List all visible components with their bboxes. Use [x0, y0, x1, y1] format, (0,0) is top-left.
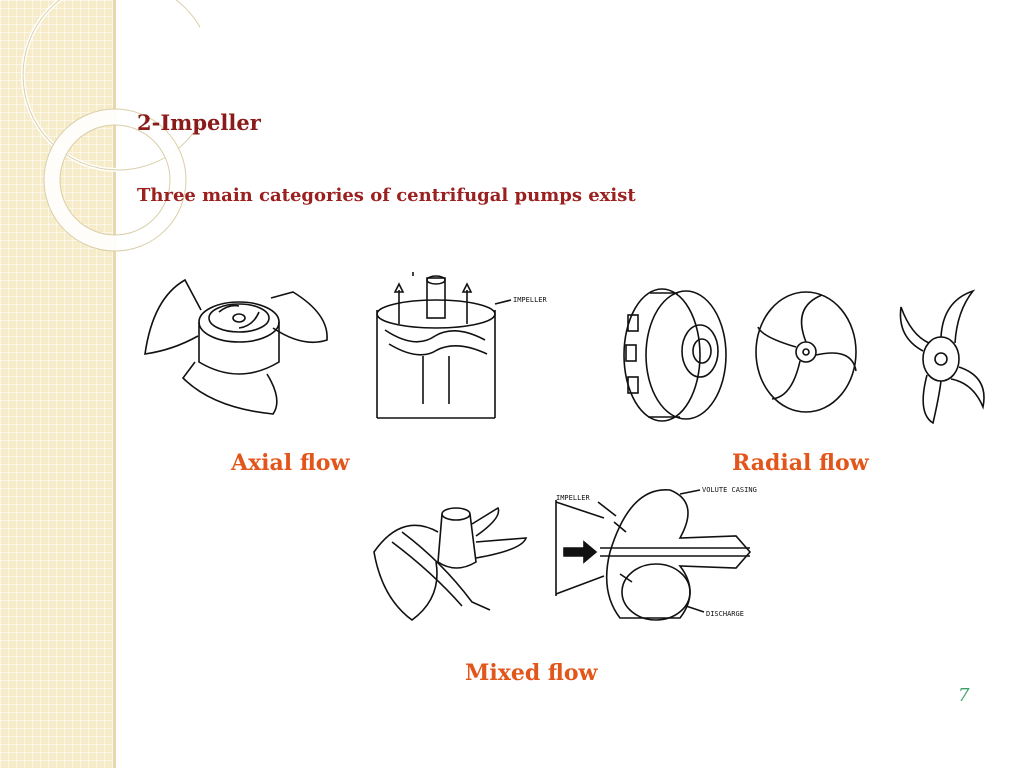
- mixed-pump-section-diagram: IMPELLER VOLUTE CASING DISCHARGE: [555, 486, 757, 621]
- radial-open-impeller-illustration: [755, 291, 857, 413]
- mixed-impeller-illustration: [373, 506, 528, 621]
- axial-section-diagram: IMPELLER: [376, 272, 548, 419]
- volute-casing-label: VOLUTE CASING: [702, 486, 757, 494]
- axial-impeller-label: IMPELLER: [513, 296, 548, 304]
- sidebar-edge: [113, 0, 116, 768]
- mixed-flow-caption: Mixed flow: [465, 660, 598, 686]
- mixed-impeller-label: IMPELLER: [556, 494, 591, 502]
- axial-propeller-illustration: [144, 278, 328, 415]
- radial-flow-caption: Radial flow: [732, 450, 869, 476]
- radial-closed-impeller-illustration: [623, 288, 727, 422]
- decorative-rings: [21, 0, 200, 252]
- discharge-label: DISCHARGE: [706, 610, 744, 618]
- radial-vane-impeller-illustration: [899, 289, 985, 425]
- axial-flow-caption: Axial flow: [231, 450, 350, 476]
- page-number: 7: [958, 685, 970, 706]
- slide-title: 2-Impeller: [137, 110, 261, 135]
- slide-subtitle: Three main categories of centrifugal pum…: [137, 185, 636, 206]
